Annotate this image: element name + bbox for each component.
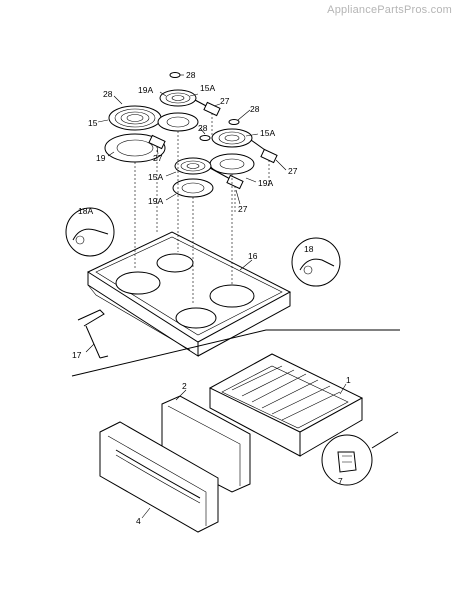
callout-17: 17 — [72, 350, 82, 360]
element-top-small[interactable] — [157, 72, 211, 132]
callout-19: 19 — [96, 153, 106, 163]
callout-1: 1 — [346, 375, 351, 385]
callout-19a-right: 19A — [258, 178, 273, 188]
alignment-lines — [134, 113, 270, 305]
callout-2: 2 — [182, 381, 187, 391]
callout-27-left: 27 — [153, 153, 163, 163]
callout-19a-top: 19A — [138, 85, 153, 95]
detail-circle-18a[interactable] — [65, 207, 115, 257]
element-front[interactable] — [172, 135, 233, 198]
cooktop-part-16[interactable] — [86, 231, 292, 357]
watermark: AppliancePartsPros.com — [327, 4, 452, 16]
drawer-part-1[interactable] — [208, 353, 364, 457]
callout-labels: 28 15 19 28 19A 15A 27 28 28 15A 27 27 1… — [72, 70, 351, 526]
drawer-front-part-4[interactable] — [99, 421, 219, 533]
callout-16: 16 — [248, 251, 258, 261]
callout-4: 4 — [136, 516, 141, 526]
detail-circle-18[interactable] — [291, 237, 341, 287]
callout-27-right: 27 — [288, 166, 298, 176]
callout-15a-front: 15A — [148, 172, 163, 182]
callout-15a-top: 15A — [200, 83, 215, 93]
callout-28-c: 28 — [250, 104, 260, 114]
callout-7: 7 — [338, 476, 343, 486]
callout-19a-front: 19A — [148, 196, 163, 206]
callout-28-b: 28 — [186, 70, 196, 80]
callout-28-d: 28 — [198, 123, 208, 133]
callout-28-a: 28 — [103, 89, 113, 99]
callout-27-front: 27 — [238, 204, 248, 214]
callout-15: 15 — [88, 118, 98, 128]
detail-circle-7[interactable] — [321, 431, 399, 486]
callout-15a-right: 15A — [260, 128, 275, 138]
callout-27-top: 27 — [220, 96, 230, 106]
leader-lines — [85, 74, 347, 519]
callout-18: 18 — [304, 244, 314, 254]
element-right[interactable] — [209, 119, 266, 175]
callout-18a: 18A — [78, 206, 93, 216]
receptacle-blocks[interactable] — [148, 101, 278, 190]
divider-line — [71, 329, 400, 377]
rod-part-17[interactable] — [77, 309, 109, 359]
